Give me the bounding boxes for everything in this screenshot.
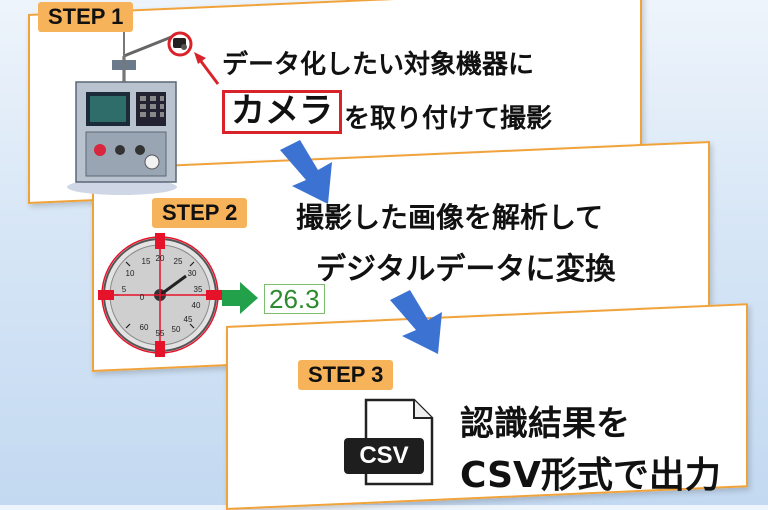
gauge-tick: 10 xyxy=(126,269,135,278)
step3-badge: STEP 3 xyxy=(298,360,394,390)
gauge-tick: 5 xyxy=(122,285,127,294)
step1-line1: データ化したい対象機器に xyxy=(222,50,535,80)
gauge-tick: 35 xyxy=(194,285,203,294)
camera-keyword: カメラ xyxy=(222,90,342,134)
step3-line1: 認識結果を xyxy=(460,404,630,444)
step2-badge: STEP 2 xyxy=(152,198,248,228)
step1-line2: を取り付けて撮影 xyxy=(344,104,553,134)
step1-badge: STEP 1 xyxy=(38,2,134,32)
gauge-tick: 20 xyxy=(156,254,165,263)
gauge-tick: 0 xyxy=(140,293,145,302)
readout-value: 26.3 xyxy=(264,284,325,314)
step2-line1: 撮影した画像を解析して xyxy=(296,201,604,234)
gauge-tick: 45 xyxy=(184,315,193,324)
gauge-tick: 40 xyxy=(192,301,201,310)
gauge-tick: 15 xyxy=(142,257,151,266)
step3-line2: CSV形式で出力 xyxy=(460,455,721,496)
csv-file-label: CSV xyxy=(344,438,424,474)
gauge-tick: 60 xyxy=(140,323,149,332)
gauge-tick: 50 xyxy=(172,325,181,334)
gauge-tick: 25 xyxy=(174,257,183,266)
gauge-tick: 30 xyxy=(188,269,197,278)
gauge-tick: 55 xyxy=(156,329,165,338)
step2-line2: デジタルデータに変換 xyxy=(316,252,616,287)
